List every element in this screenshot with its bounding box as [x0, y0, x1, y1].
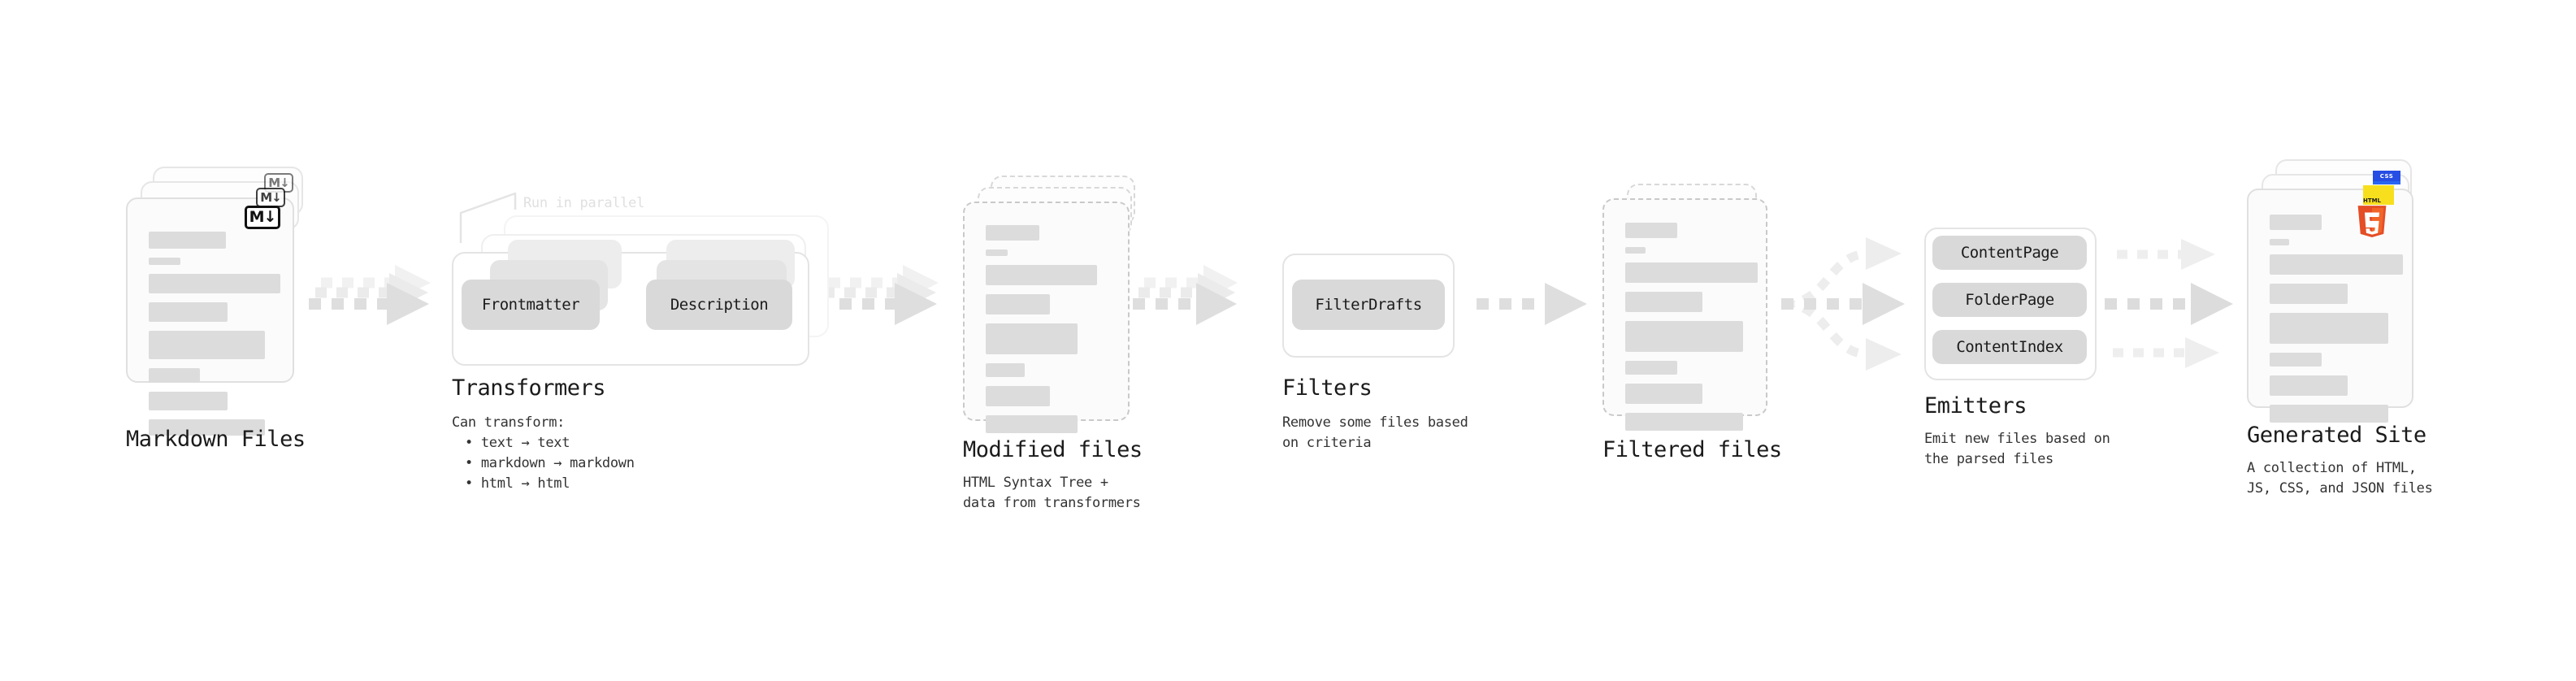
svg-text:HTML: HTML: [2363, 197, 2381, 204]
transformers-caption: Transformers: [452, 375, 606, 401]
emitters-caption: Emitters: [1924, 393, 2027, 419]
markdown-skeleton-lines: [149, 232, 280, 445]
modified-files-description-0: HTML Syntax Tree +: [963, 475, 1108, 491]
markdown-caption: Markdown Files: [126, 427, 306, 452]
emitter-pill-contentindex[interactable]: ContentIndex: [1932, 330, 2087, 364]
modified-files-caption: Modified files: [963, 437, 1143, 462]
js-icon: [2363, 185, 2394, 205]
arrow-transformers-to-modified: [817, 265, 939, 325]
html5-icon: HTML: [2354, 197, 2390, 237]
transformers-description-item-2: • html → html: [465, 475, 570, 492]
generated-site-description-0: A collection of HTML,: [2247, 460, 2417, 476]
markdown-icon-mid: M↓: [256, 188, 285, 207]
arrow-emitters-to-generated: [2105, 239, 2233, 368]
filters-caption: Filters: [1282, 375, 1373, 401]
filters-description-1: on criteria: [1282, 435, 1372, 451]
filtered-files-caption: Filtered files: [1602, 437, 1782, 462]
transformers-description-heading: Can transform:: [452, 414, 566, 431]
emitter-pill-contentpage[interactable]: ContentPage: [1932, 236, 2087, 270]
emitter-pill-folderpage[interactable]: FolderPage: [1932, 283, 2087, 317]
generated-site-description-1: JS, CSS, and JSON files: [2247, 480, 2433, 497]
html5-icon-shield: HTML: [2357, 197, 2387, 237]
filtered-card-front: [1602, 198, 1767, 431]
arrow-modified-to-filters: [1133, 265, 1238, 325]
modified-files-description-1: data from transformers: [963, 495, 1141, 511]
css3-icon-label: CSS: [2379, 172, 2394, 180]
transformers-description-item-1: • markdown → markdown: [465, 455, 635, 471]
filters-description-0: Remove some files based: [1282, 414, 1468, 431]
transformer-pill-frontmatter[interactable]: Frontmatter: [462, 280, 600, 330]
transformer-pill-description[interactable]: Description: [646, 280, 792, 330]
css3-icon: CSS: [2373, 171, 2400, 184]
generated-card-front: [2247, 189, 2413, 423]
modified-card-front: [963, 202, 1130, 433]
emitters-description-1: the parsed files: [1924, 451, 2053, 467]
filtered-skeleton-lines: [1625, 223, 1758, 440]
modified-skeleton-lines: [986, 225, 1112, 442]
arrow-filtered-to-emitters: [1781, 237, 1905, 371]
markdown-icon-front: M↓: [245, 206, 280, 229]
generated-site-caption: Generated Site: [2247, 423, 2426, 448]
css3-icon-bar: [2373, 181, 2400, 184]
emitters-description-0: Emit new files based on: [1924, 431, 2110, 447]
generated-skeleton-lines: [2270, 215, 2403, 432]
transformers-description-item-0: • text → text: [465, 435, 570, 451]
arrow-filters-to-filtered: [1477, 283, 1587, 325]
run-in-parallel-label: Run in parallel: [523, 195, 645, 211]
filter-pill-filterdrafts[interactable]: FilterDrafts: [1292, 280, 1445, 330]
arrow-markdown-to-transformers: [309, 265, 431, 325]
